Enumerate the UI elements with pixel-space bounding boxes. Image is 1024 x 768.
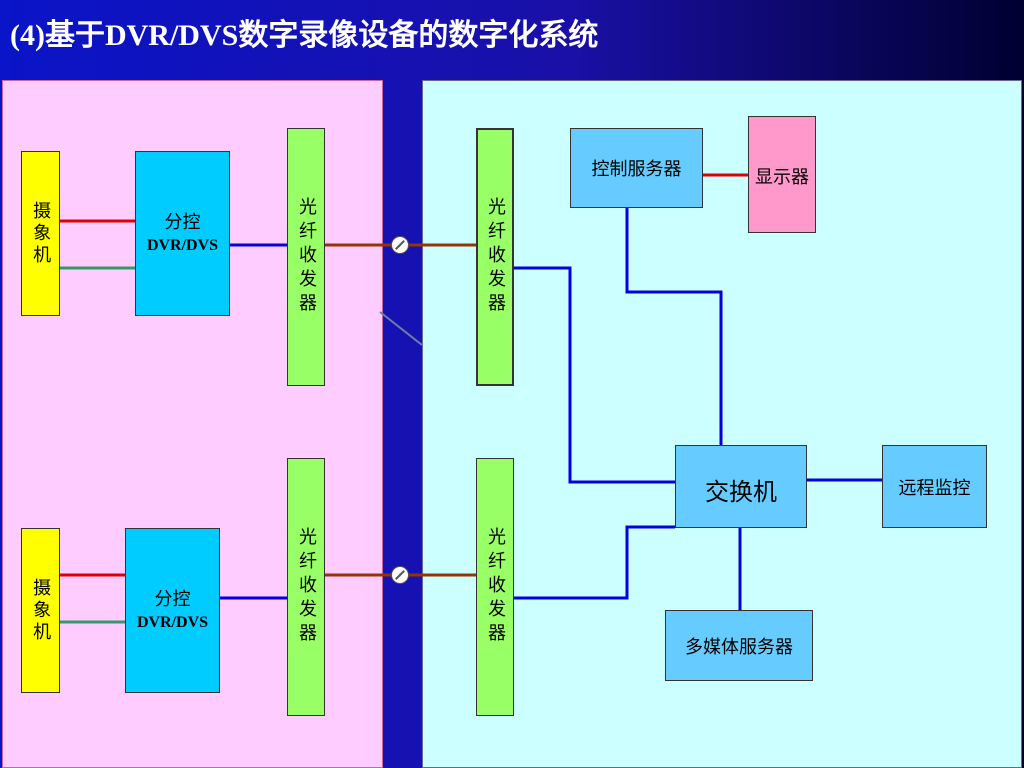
control-server-label: 控制服务器 xyxy=(591,159,682,180)
dvr-main-label-1: 分控 xyxy=(164,211,201,233)
fiber-transceiver-1: 光纤收发器 xyxy=(287,128,325,386)
page-title: (4)基于DVR/DVS数字录像设备的数字化系统 xyxy=(10,19,599,52)
fiber-label-2: 光纤收发器 xyxy=(296,527,317,647)
decorative-diagonal-line xyxy=(379,311,423,346)
dvr-box-1: 分控 DVR/DVS xyxy=(135,151,230,316)
switch-label: 交换机 xyxy=(705,478,777,506)
fiber-transceiver-4: 光纤收发器 xyxy=(476,458,514,716)
fiber-label-3: 光纤收发器 xyxy=(485,197,506,317)
camera-label-2: 摄象机 xyxy=(30,577,52,644)
dvr-sub-label-1: DVR/DVS xyxy=(146,236,219,254)
wire-fiber3-switch xyxy=(513,266,675,484)
fiber-transceiver-2: 光纤收发器 xyxy=(287,458,325,716)
fiber-label-1: 光纤收发器 xyxy=(296,197,317,317)
fiber-connector-top xyxy=(391,236,409,254)
dvr-sub-label-2: DVR/DVS xyxy=(136,613,209,631)
display-label: 显示器 xyxy=(755,167,809,188)
fiber-connector-bottom xyxy=(391,566,409,584)
fiber-transceiver-3: 光纤收发器 xyxy=(476,128,514,386)
fiber-label-4: 光纤收发器 xyxy=(485,527,506,647)
wire-control-switch xyxy=(625,207,723,446)
multimedia-server-box: 多媒体服务器 xyxy=(665,610,813,681)
multimedia-server-label: 多媒体服务器 xyxy=(685,636,793,658)
remote-monitor-label: 远程监控 xyxy=(898,478,971,499)
camera-label-1: 摄象机 xyxy=(30,200,52,267)
remote-monitor-box: 远程监控 xyxy=(882,445,987,528)
camera-box-2: 摄象机 xyxy=(21,528,60,693)
dvr-main-label-2: 分控 xyxy=(154,588,191,610)
control-server-box: 控制服务器 xyxy=(570,128,703,208)
display-box: 显示器 xyxy=(748,116,816,233)
dvr-box-2: 分控 DVR/DVS xyxy=(125,528,220,693)
switch-box: 交换机 xyxy=(675,445,807,528)
camera-box-1: 摄象机 xyxy=(21,151,60,316)
wire-fiber4-switch xyxy=(513,525,675,600)
